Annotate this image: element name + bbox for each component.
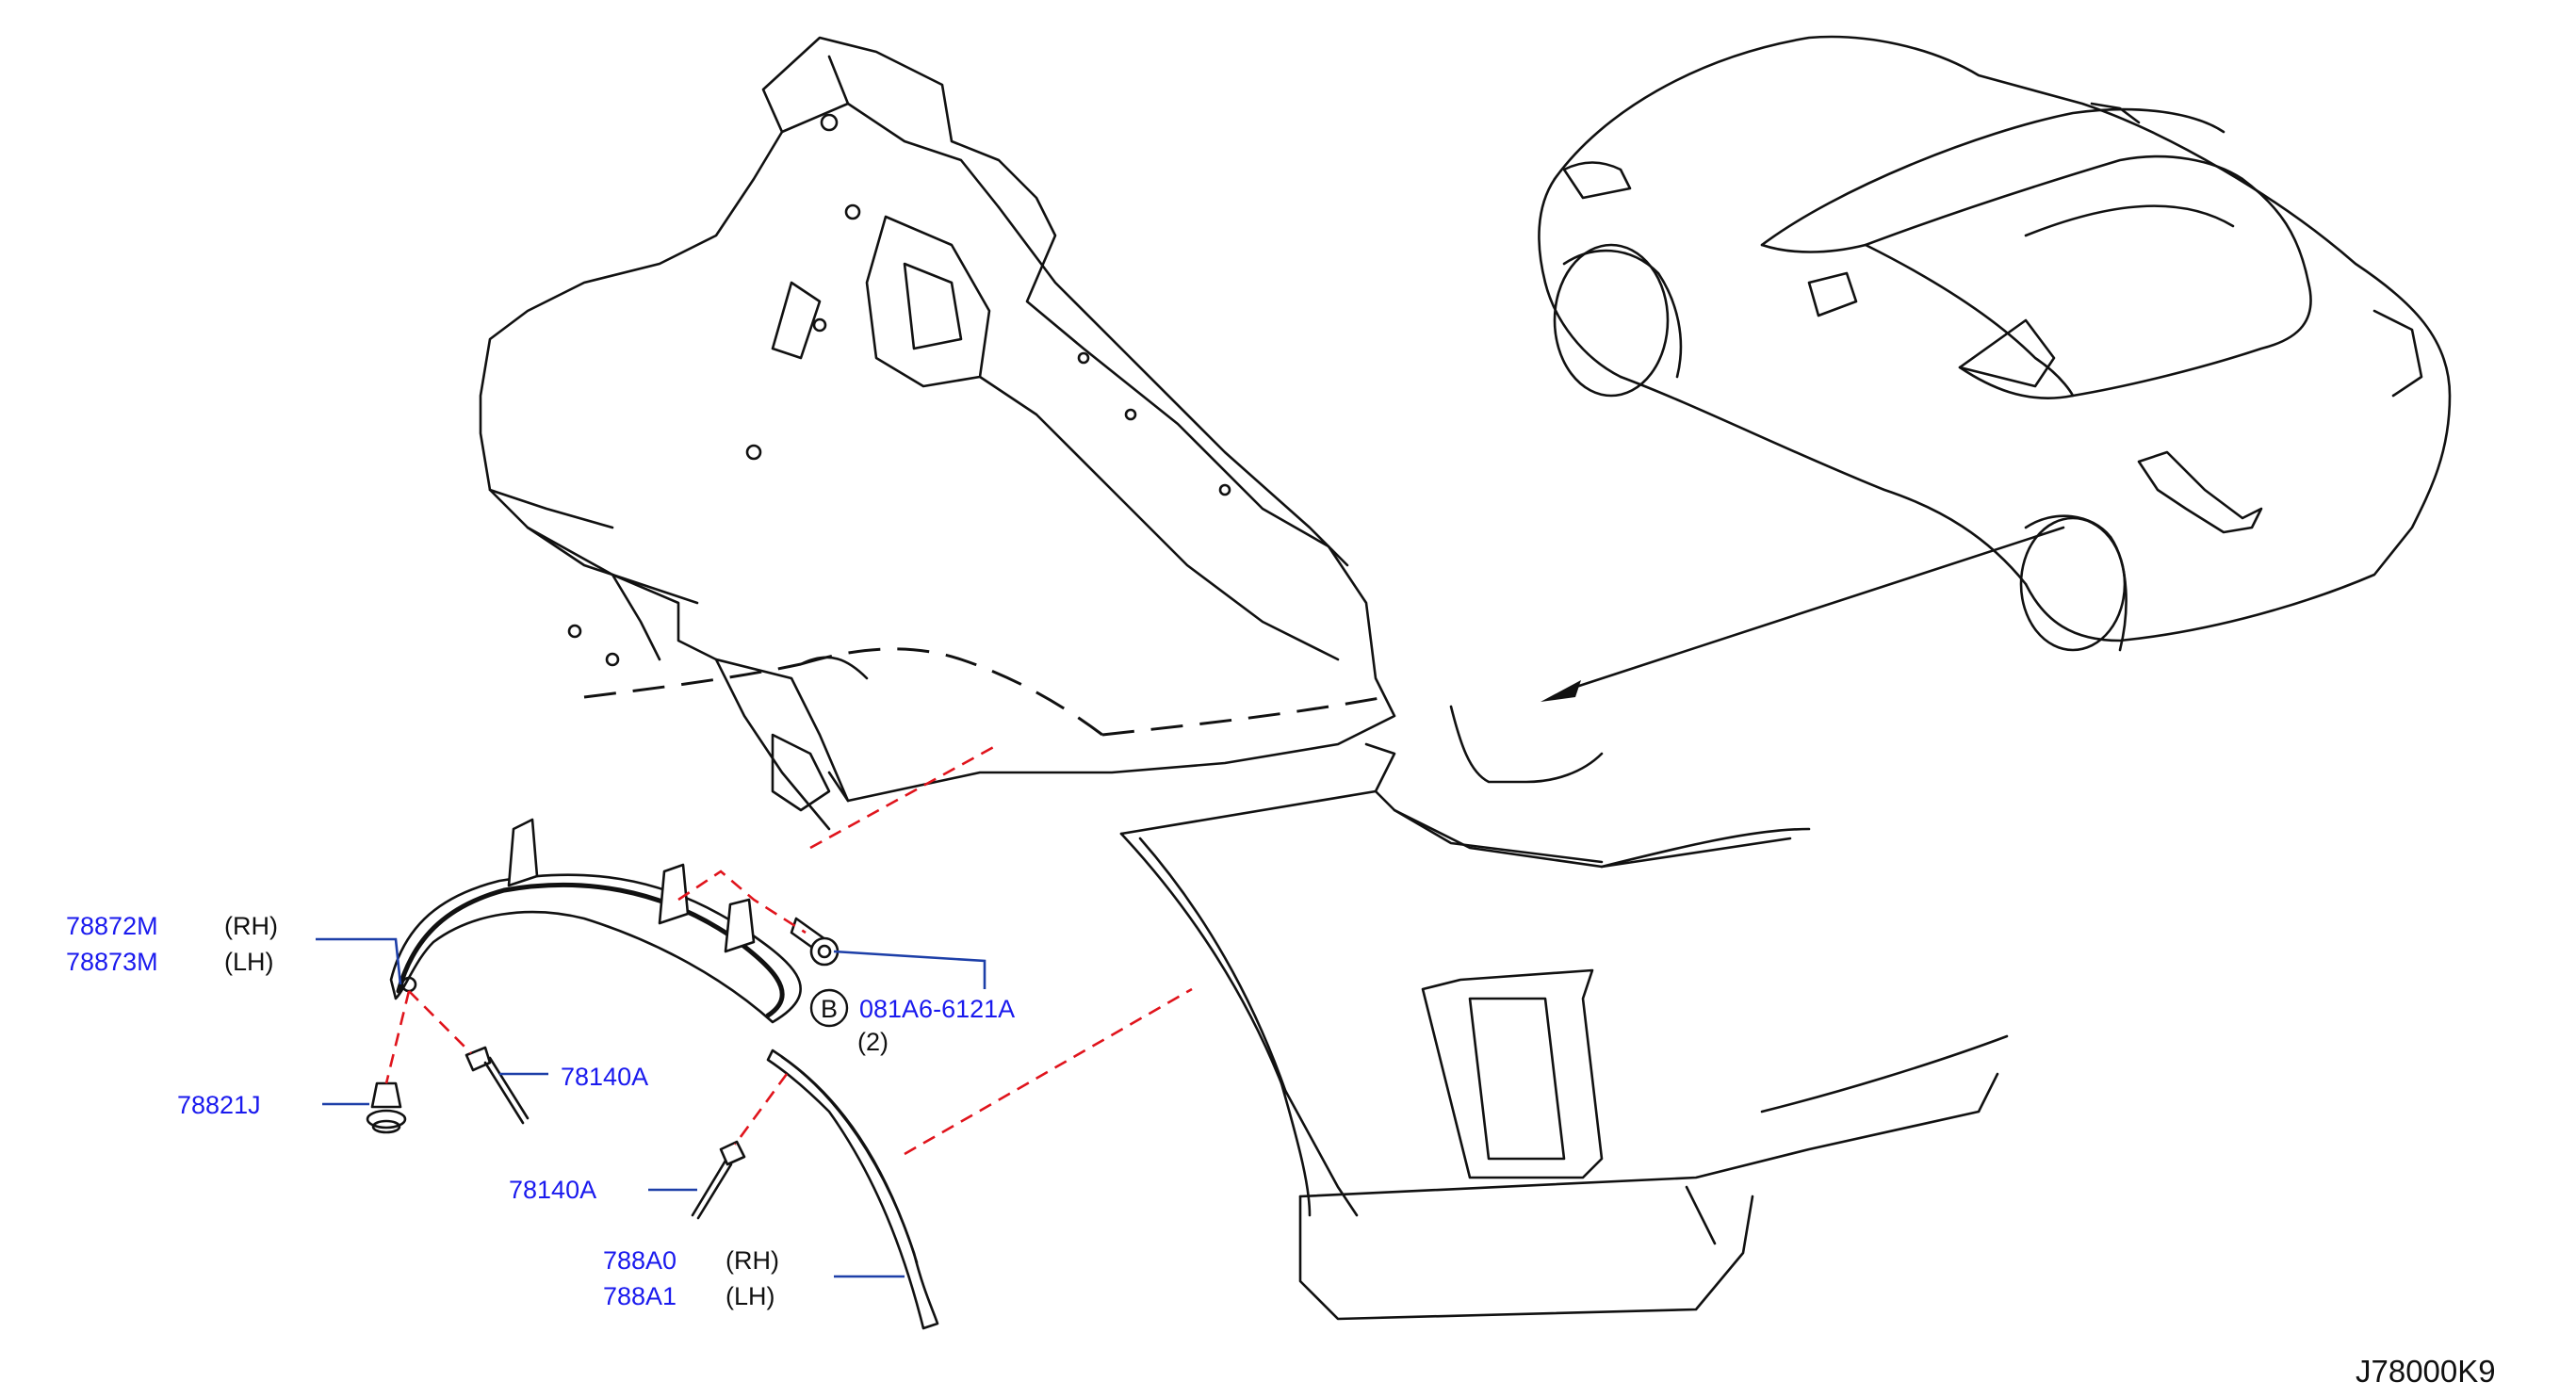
part-number-78821j: 78821J (177, 1091, 261, 1119)
diagram-code: J78000K9 (2356, 1354, 2496, 1389)
callout-clip: 78821J (177, 1091, 261, 1119)
part-number-788a1: 788A1 (603, 1282, 677, 1310)
part-number-78873m: 78873M (66, 948, 158, 976)
reference-mark-b: B (821, 995, 838, 1023)
rivet-upper (465, 1046, 530, 1125)
part-number-78872m: 78872M (66, 912, 158, 940)
vehicle-overview (1538, 35, 2452, 652)
part-number-78140a-lower: 78140A (509, 1176, 596, 1204)
side-rh-label: (RH) (224, 912, 278, 940)
quantity-label: (2) (857, 1028, 889, 1056)
callout-rivet-upper: 78140A (561, 1063, 648, 1091)
part-number-78140a-upper: 78140A (561, 1063, 648, 1091)
outer-quarter-panel (583, 647, 2009, 1321)
clip-fastener (366, 1081, 407, 1134)
location-arrow (1541, 526, 2065, 702)
side-rh-label: (RH) (726, 1246, 779, 1275)
inner-body-structure (479, 36, 1396, 831)
seal-strip (766, 1048, 939, 1330)
part-number-081a6-6121a: 081A6-6121A (859, 995, 1015, 1023)
callout-seal-strip: 788A0 (RH) 788A1 (LH) (603, 1246, 779, 1310)
reference-mark-circle (809, 988, 849, 1028)
side-lh-label: (LH) (726, 1282, 775, 1310)
leader-lines (316, 937, 986, 1278)
fastener-guide-lines (384, 742, 1193, 1156)
callout-bolt: B 081A6-6121A (2) (809, 988, 1015, 1056)
part-number-788a0: 788A0 (603, 1246, 677, 1275)
callout-arch-protector: 78872M (RH) 78873M (LH) (66, 912, 278, 976)
wheel-arch-protector (389, 818, 802, 1024)
rivet-lower (691, 1140, 746, 1220)
callout-rivet-lower: 78140A (509, 1176, 596, 1204)
bolt-fastener (790, 917, 840, 967)
side-lh-label: (LH) (224, 948, 274, 976)
